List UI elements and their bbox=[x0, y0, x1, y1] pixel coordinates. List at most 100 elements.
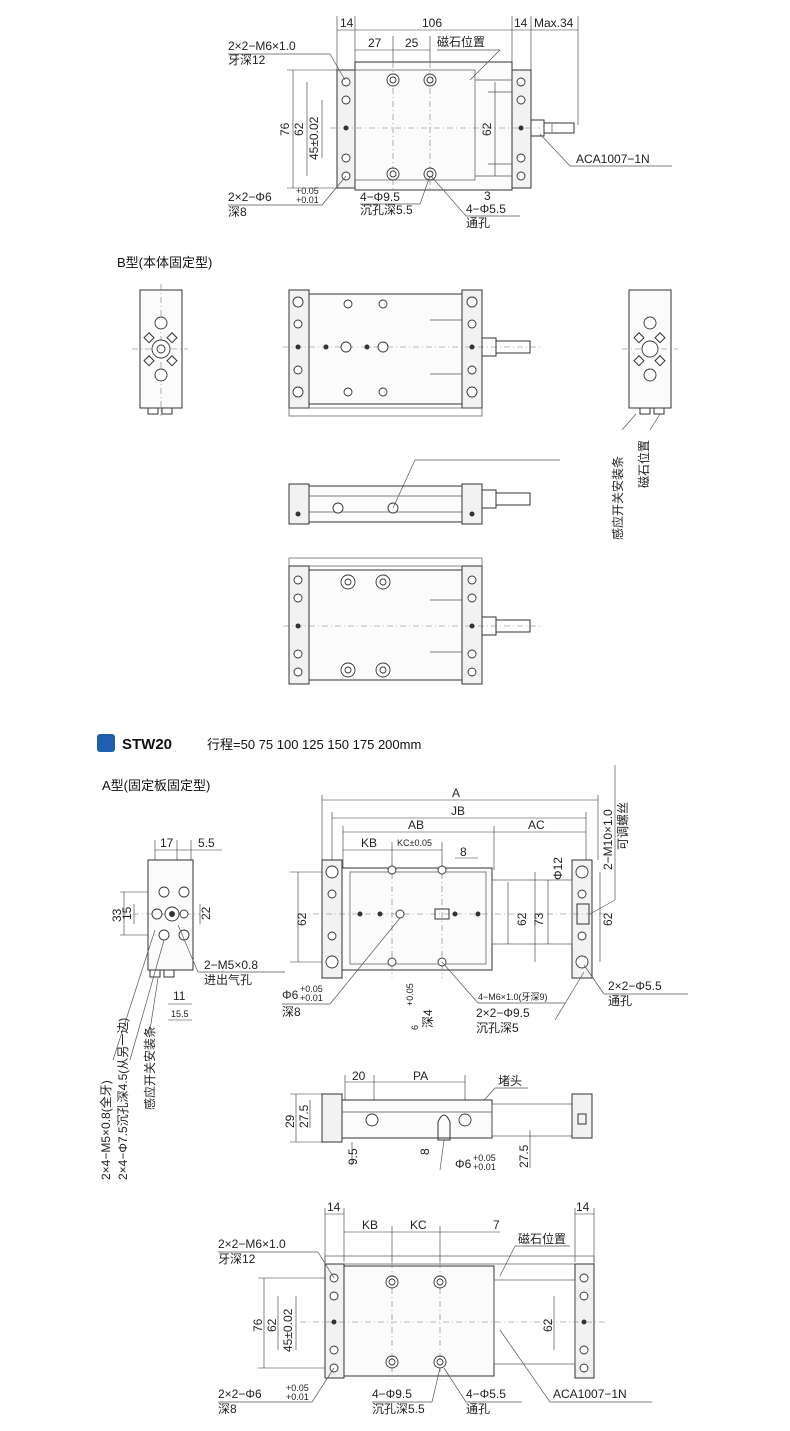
dim-9-5: 9.5 bbox=[346, 1148, 360, 1165]
model-title: STW20 bbox=[122, 736, 172, 753]
dim-JB: JB bbox=[451, 804, 465, 818]
pin-depth-label: 深8 bbox=[228, 205, 247, 219]
dim-KC-b: KC bbox=[410, 1218, 427, 1232]
dim-62-a-mid: 62 bbox=[515, 912, 529, 926]
dim-45: 45±0.02 bbox=[307, 116, 321, 160]
b-type-end-view-right: 感应开关安装条 磁石位置 bbox=[610, 289, 678, 540]
plug-label: 堵头 bbox=[498, 1074, 522, 1088]
dim-7: 7 bbox=[493, 1218, 500, 1232]
dim-KC: KC±0.05 bbox=[397, 838, 432, 848]
dim-62-left: 62 bbox=[292, 122, 306, 136]
dim-17: 17 bbox=[160, 836, 174, 850]
holes-label-2: 2×4−Φ7.5沉孔深4.5(从另一边) bbox=[116, 1018, 130, 1180]
dim-KB-b: KB bbox=[362, 1218, 378, 1232]
a-type-title: A型(固定板固定型) bbox=[102, 778, 210, 793]
dim-11: 11 bbox=[173, 989, 186, 1003]
pin-label: 2×2−Φ6 bbox=[228, 190, 272, 204]
cb-depth-label: 沉孔深5.5 bbox=[360, 203, 413, 217]
a-type-end-view: 17 5.5 33 15 22 11 15.5 2−M5×0.8 进出气孔 感应… bbox=[98, 836, 285, 1180]
dim-27-5-b: 27.5 bbox=[517, 1144, 531, 1168]
series-badge bbox=[97, 734, 115, 752]
tap-label: 2×2−M6×1.0 bbox=[228, 39, 296, 53]
pin-label-b: 2×2−Φ6 bbox=[218, 1387, 262, 1401]
b-type-title: B型(本体固定型) bbox=[117, 255, 212, 270]
top-view-drawing: 14 106 14 Max.34 27 25 bbox=[228, 16, 672, 230]
pin-tol-top: +0.05 bbox=[296, 186, 319, 196]
dim-27-5-a: 27.5 bbox=[297, 1104, 311, 1128]
dim-76-b: 76 bbox=[251, 1318, 265, 1332]
switch-rail-label-a: 感应开关安装条 bbox=[142, 1026, 157, 1110]
cb-label-a: 2×2−Φ9.5 bbox=[476, 1006, 530, 1020]
b-type-end-view-left bbox=[132, 284, 188, 416]
tap-depth-b: 牙深12 bbox=[218, 1252, 256, 1266]
thru-label-b-2: 通孔 bbox=[466, 1402, 490, 1416]
pin-tol-bot-b: +0.01 bbox=[286, 1392, 309, 1402]
dim-15-5: 15.5 bbox=[171, 1009, 189, 1019]
dim-106: 106 bbox=[422, 16, 442, 30]
holes-label-1: 2×4−M5×0.8(全牙) bbox=[98, 1080, 113, 1180]
pin-tol-top-a: +0.05 bbox=[300, 984, 323, 994]
dim-PA: PA bbox=[413, 1069, 428, 1083]
pin-tol-bot-side: +0.01 bbox=[473, 1162, 496, 1172]
pin-tol-bot: +0.01 bbox=[296, 195, 319, 205]
dim-KB: KB bbox=[361, 836, 377, 850]
cb-label-b: 4−Φ9.5 bbox=[372, 1387, 412, 1401]
dim-A: A bbox=[452, 786, 460, 800]
cb-depth-a: 沉孔深5 bbox=[476, 1021, 519, 1035]
dim-29: 29 bbox=[283, 1114, 297, 1128]
center-pin-label: 6 bbox=[410, 1025, 420, 1030]
dim-8-side: 8 bbox=[418, 1148, 432, 1155]
dim-25: 25 bbox=[405, 36, 419, 50]
dim-max34: Max.34 bbox=[534, 16, 574, 30]
b-type-side-view bbox=[288, 459, 560, 525]
pin-label-a: Φ6 bbox=[282, 988, 299, 1002]
pin-tol-top-b: +0.05 bbox=[286, 1383, 309, 1393]
thru-label-b: 4−Φ5.5 bbox=[466, 1387, 506, 1401]
dim-73: 73 bbox=[532, 912, 546, 926]
dim-76: 76 bbox=[278, 122, 292, 136]
port-label-2: 进出气孔 bbox=[204, 972, 252, 987]
dim-62-a-left: 62 bbox=[295, 912, 309, 926]
tap-label-b: 2×2−M6×1.0 bbox=[218, 1237, 286, 1251]
tap-label-a: 4−M6×1.0(牙深9) bbox=[478, 992, 548, 1002]
dim-14-b-right: 14 bbox=[576, 1200, 590, 1214]
dim-14-b-left: 14 bbox=[327, 1200, 341, 1214]
dim-20: 20 bbox=[352, 1069, 366, 1083]
pin-label-side: Φ6 bbox=[455, 1157, 472, 1171]
dim-14-right: 14 bbox=[514, 16, 528, 30]
a-type-bottom-view: 14 14 KB KC 7 76 62 45±0.02 62 bbox=[218, 1200, 652, 1416]
center-pin-depth: 深4 bbox=[421, 1009, 435, 1028]
thru-label: 4−Φ5.5 bbox=[466, 202, 506, 216]
cb-depth-b: 沉孔深5.5 bbox=[372, 1402, 425, 1416]
screw-label-2: 可调螺丝 bbox=[616, 802, 630, 850]
cb-label: 4−Φ9.5 bbox=[360, 190, 400, 204]
dim-3: 3 bbox=[484, 189, 491, 203]
dim-62-b-right: 62 bbox=[541, 1318, 555, 1332]
magnet-label-b: 磁石位置 bbox=[636, 440, 651, 488]
thru-label-2: 通孔 bbox=[466, 216, 490, 230]
screw-label: 2−M10×1.0 bbox=[601, 809, 615, 870]
magnet-label: 磁石位置 bbox=[437, 34, 485, 49]
dim-14-left: 14 bbox=[340, 16, 354, 30]
dim-62-a-right: 62 bbox=[601, 912, 615, 926]
dim-15: 15 bbox=[120, 906, 134, 920]
dim-27: 27 bbox=[368, 36, 382, 50]
b-type-bottom-view bbox=[283, 557, 540, 685]
magnet-label-a: 磁石位置 bbox=[518, 1231, 566, 1246]
dim-62-right: 62 bbox=[480, 122, 494, 136]
aca-label: ACA1007−1N bbox=[576, 152, 650, 166]
pin-depth-b: 深8 bbox=[218, 1402, 237, 1416]
a-type-side-view: 20 PA 堵头 29 27.5 9.5 8 27.5 Φ6 +0.05 +0.… bbox=[283, 1069, 593, 1172]
pin-tol-top-side: +0.05 bbox=[473, 1153, 496, 1163]
dim-45-b: 45±0.02 bbox=[281, 1308, 295, 1352]
dim-22: 22 bbox=[199, 906, 213, 920]
dim-phi12: Φ12 bbox=[551, 857, 565, 880]
dim-AB: AB bbox=[408, 818, 424, 832]
b-type-top-view bbox=[283, 289, 540, 417]
dim-8: 8 bbox=[460, 845, 467, 859]
tap-depth-label: 牙深12 bbox=[228, 53, 266, 67]
pin-tol-bot-a: +0.01 bbox=[300, 993, 323, 1003]
a-type-top-view: A JB AB AC KB KC±0.05 8 bbox=[282, 765, 688, 1035]
dim-5-5: 5.5 bbox=[198, 836, 215, 850]
